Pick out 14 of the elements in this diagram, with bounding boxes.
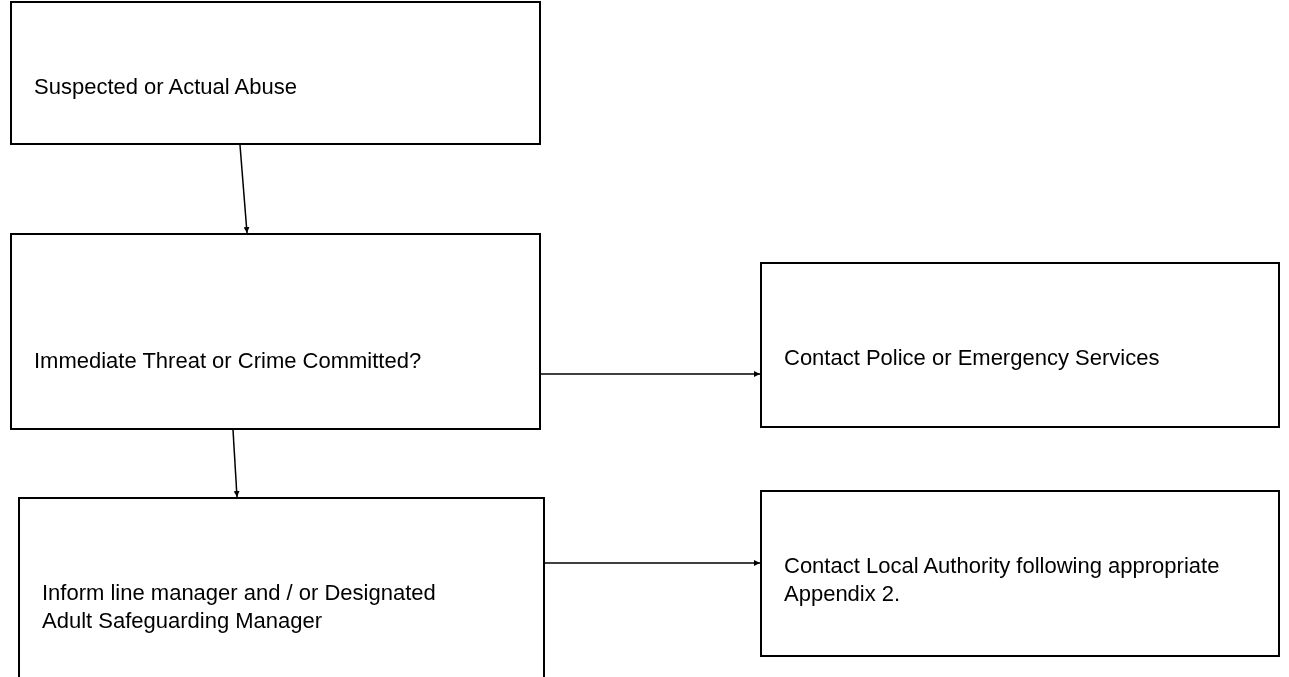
box-text: Immediate Threat or Crime Committed? xyxy=(34,347,423,375)
box-text: Contact Police or Emergency Services xyxy=(784,344,1161,372)
process-box xyxy=(760,490,1280,657)
box-text: Inform line manager and / or Designated Adult Safeguarding Manager xyxy=(42,579,437,635)
process-box xyxy=(10,233,541,430)
box-text: Suspected or Actual Abuse xyxy=(34,73,298,101)
box-text: Contact Local Authority following appropriate Appendix 2. xyxy=(784,552,1221,608)
process-box xyxy=(760,262,1280,428)
arrow xyxy=(544,560,761,566)
arrow xyxy=(232,429,240,498)
arrow xyxy=(239,144,250,234)
process-box xyxy=(18,497,545,677)
process-box xyxy=(10,1,541,145)
arrow xyxy=(540,371,761,377)
